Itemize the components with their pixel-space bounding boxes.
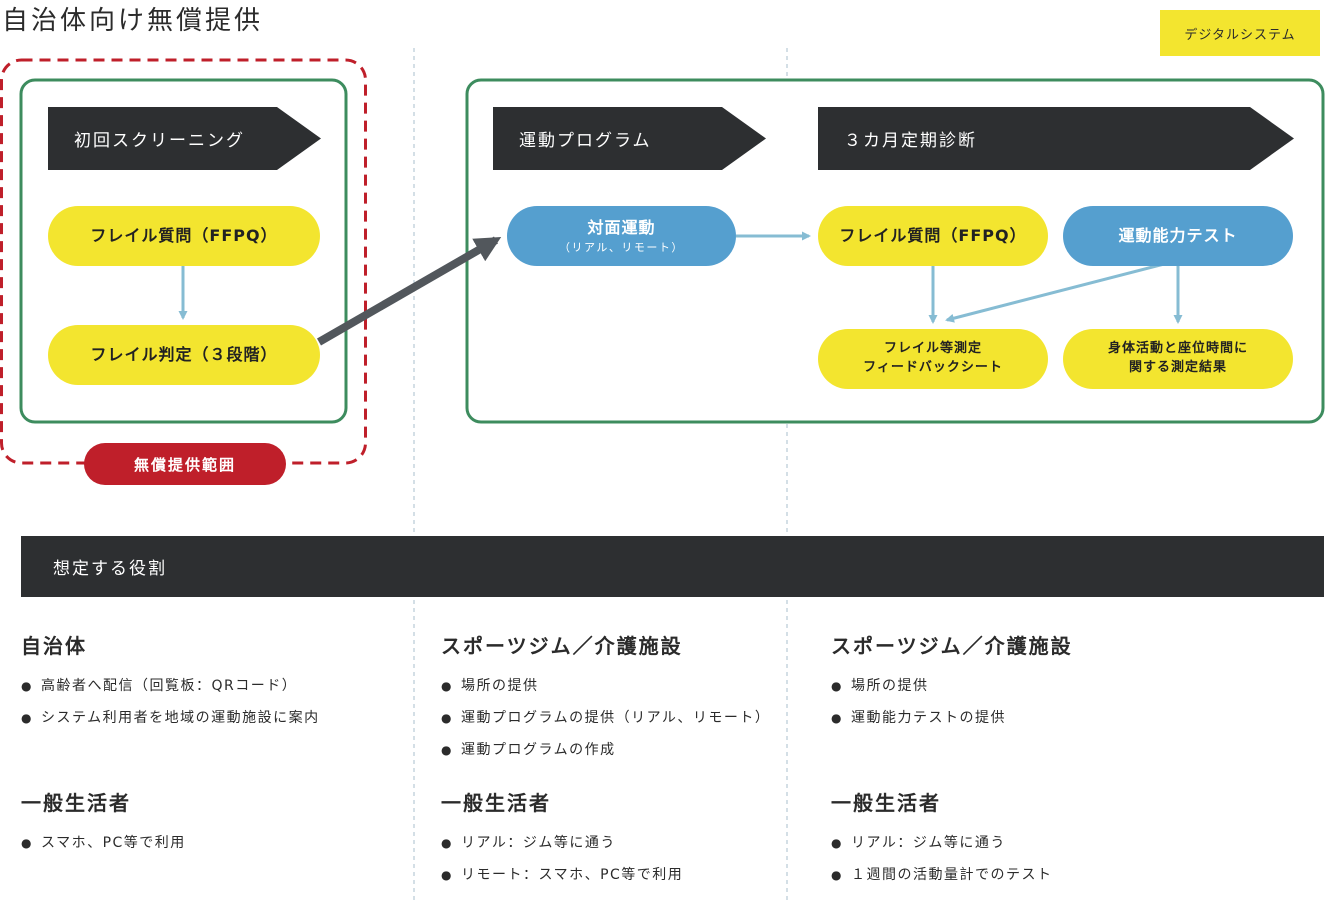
stage-banner-exercise: 運動プログラム [493, 107, 766, 170]
role-heading: 自治体 [21, 634, 87, 658]
node-motor-test: 運動能力テスト [1063, 206, 1293, 266]
node-label: フレイル質問（FFPQ） [90, 226, 278, 246]
role-item: 場所の提供 [831, 670, 1201, 702]
role-item: リアル：ジム等に通う [831, 827, 1201, 859]
node-label: フレイル判定（３段階） [90, 345, 278, 365]
role-column-municipality: 自治体 高齢者へ配信（回覧板：QRコード） システム利用者を地域の運動施設に案内 [21, 633, 391, 734]
roles-section-header: 想定する役割 [21, 536, 1324, 597]
node-label-line2: フィードバックシート [863, 360, 1003, 375]
role-item: システム利用者を地域の運動施設に案内 [21, 702, 391, 734]
role-heading: 一般生活者 [441, 791, 551, 815]
role-column-gym-checkup: スポーツジム／介護施設 場所の提供 運動能力テストの提供 [831, 633, 1201, 734]
role-item: 運動プログラムの提供（リアル、リモート） [441, 702, 811, 734]
role-heading: 一般生活者 [831, 791, 941, 815]
node-label-line2: 関する測定結果 [1128, 360, 1227, 375]
node-label: 運動能力テスト [1118, 226, 1238, 246]
role-item: 運動能力テストの提供 [831, 702, 1201, 734]
role-column-gym-checkup-citizen: 一般生活者 リアル：ジム等に通う １週間の活動量計でのテスト [831, 790, 1201, 891]
node-sublabel: （リアル、リモート） [559, 240, 684, 254]
arrow-judgement-to-exercise [317, 236, 502, 346]
role-item: 高齢者へ配信（回覧板：QRコード） [21, 670, 391, 702]
node-feedback-sheet: フレイル等測定 フィードバックシート [818, 329, 1048, 389]
role-heading: スポーツジム／介護施設 [831, 634, 1073, 658]
role-item: リアル：ジム等に通う [441, 827, 811, 859]
arrow-test-to-feedback [945, 260, 1173, 323]
role-heading: スポーツジム／介護施設 [441, 634, 683, 658]
node-label-line1: フレイル等測定 [883, 341, 982, 357]
node-activity-result: 身体活動と座位時間に 関する測定結果 [1063, 329, 1293, 389]
role-column-gym-program: スポーツジム／介護施設 場所の提供 運動プログラムの提供（リアル、リモート） 運… [441, 633, 811, 766]
role-item: リモート：スマホ、PC等で利用 [441, 859, 811, 891]
free-range-badge: 無償提供範囲 [84, 443, 286, 485]
role-item: スマホ、PC等で利用 [21, 827, 391, 859]
node-ffpq-screening: フレイル質問（FFPQ） [48, 206, 320, 266]
node-ffpq-checkup: フレイル質問（FFPQ） [818, 206, 1048, 266]
digital-system-tag: デジタルシステム [1160, 10, 1320, 56]
role-item: １週間の活動量計でのテスト [831, 859, 1201, 891]
page-title: 自治体向け無償提供 [2, 6, 264, 36]
role-item: 運動プログラムの作成 [441, 734, 811, 766]
node-label: フレイル質問（FFPQ） [839, 226, 1027, 246]
node-frailty-judgement: フレイル判定（３段階） [48, 325, 320, 385]
node-label: 対面運動 [587, 218, 656, 238]
stage-banner-checkup: ３カ月定期診断 [818, 107, 1294, 170]
role-column-municipality-citizen: 一般生活者 スマホ、PC等で利用 [21, 790, 391, 859]
node-face-exercise: 対面運動 （リアル、リモート） [507, 206, 736, 266]
free-range-frame [0, 58, 367, 465]
stage-banner-screening: 初回スクリーニング [48, 107, 321, 170]
role-column-gym-program-citizen: 一般生活者 リアル：ジム等に通う リモート：スマホ、PC等で利用 [441, 790, 811, 891]
role-heading: 一般生活者 [21, 791, 131, 815]
node-label-line1: 身体活動と座位時間に [1107, 341, 1248, 357]
role-item: 場所の提供 [441, 670, 811, 702]
